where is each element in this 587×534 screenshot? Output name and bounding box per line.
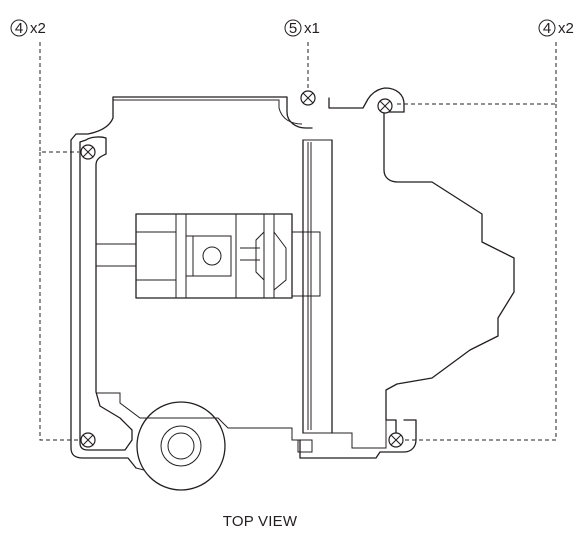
screw-top-right	[377, 98, 393, 114]
inner-frame	[96, 392, 300, 441]
slider-rods	[96, 243, 136, 267]
sensor-tab	[297, 439, 313, 453]
callout-quantity: x2	[30, 20, 46, 37]
chassis-outline	[70, 87, 405, 469]
callout-screw-5-center: 5 x1	[284, 19, 320, 37]
objective-lens	[202, 246, 222, 266]
right-plate	[299, 111, 515, 459]
callout-number: 5	[289, 20, 297, 37]
screw-top-left	[80, 144, 96, 160]
callout-screw-4-right: 4 x2	[538, 19, 574, 37]
screw-top-center	[300, 90, 316, 106]
optical-pickup-carriage	[135, 213, 321, 299]
callout-quantity: x1	[304, 20, 320, 37]
screw-bottom-left	[80, 432, 96, 448]
callout-number: 4	[15, 20, 23, 37]
callout-number: 4	[543, 20, 551, 37]
screw-bottom-right	[388, 432, 404, 448]
spindle-motor	[136, 401, 226, 491]
view-label: TOP VIEW	[223, 513, 298, 530]
callout-quantity: x2	[558, 20, 574, 37]
leader-lines	[39, 42, 557, 441]
guide-rails	[302, 139, 333, 434]
main-plate	[79, 136, 133, 451]
callout-screw-4-left: 4 x2	[10, 19, 46, 37]
